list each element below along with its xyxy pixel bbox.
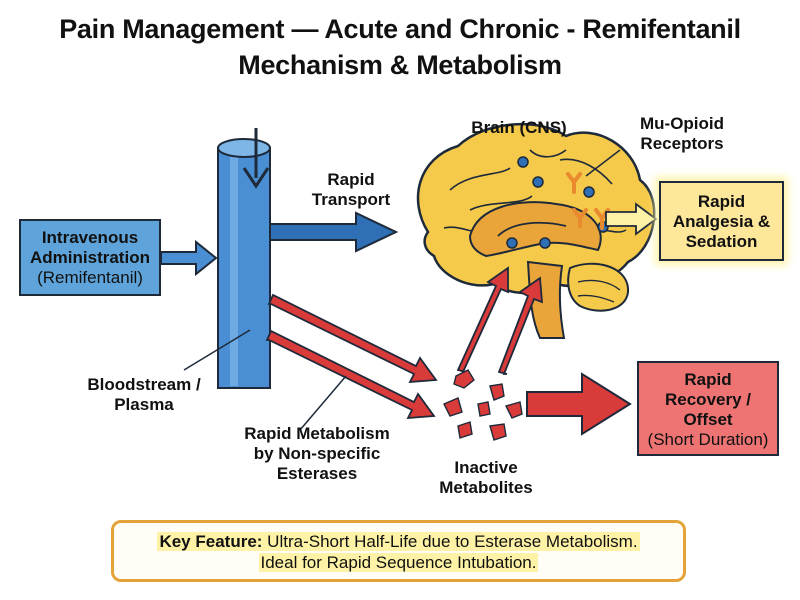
transport-label: Rapid Transport [296, 170, 406, 210]
metabolites-line-1: Inactive [454, 458, 518, 477]
analgesia-arrow [605, 202, 658, 236]
receptor-sites [506, 156, 609, 249]
key-feature-text-1: Ultra-Short Half-Life due to Esterase Me… [267, 532, 638, 551]
metabolism-line-2: by Non-specific [253, 444, 381, 463]
metabolites-line-2: Metabolites [439, 478, 533, 497]
transport-line-2: Transport [311, 190, 391, 209]
bloodstream-pointer [183, 329, 251, 371]
transport-arrow [269, 211, 399, 253]
bloodstream-label: Bloodstream / Plasma [74, 375, 214, 415]
bloodstream-line-1: Bloodstream / [87, 375, 201, 394]
brain-illustration [416, 122, 656, 339]
analgesia-line-1: Rapid [697, 192, 746, 211]
recovery-arrow [526, 372, 632, 436]
iv-administration-box: Intravenous Administration (Remifentanil… [19, 219, 161, 296]
recirculation-arrows [456, 266, 544, 375]
metabolism-label: Rapid Metabolism by Non-specific Esteras… [222, 424, 412, 484]
key-feature-text-2: Ideal for Rapid Sequence Intubation. [258, 553, 539, 572]
iv-drug-name: (Remifentanil) [37, 268, 143, 287]
metabolism-arrows [265, 293, 438, 420]
recovery-line-2: Recovery / [665, 390, 751, 409]
receptor-pointer [585, 149, 621, 177]
metabolite-fragments [443, 369, 523, 441]
recovery-duration: (Short Duration) [647, 430, 769, 449]
page-subtitle: Mechanism & Metabolism [238, 50, 562, 80]
transport-line-1: Rapid [327, 170, 375, 189]
brain-label: Brain (CNS) [471, 118, 567, 137]
bloodstream-line-2: Plasma [114, 395, 174, 414]
recovery-line-1: Rapid [684, 370, 732, 389]
mu-opioid-receptor-icons [566, 172, 610, 230]
iv-arrow [160, 239, 218, 277]
key-feature-label: Key Feature: [159, 532, 263, 551]
metabolism-pointer [299, 375, 347, 431]
key-feature-line-1: Key Feature: Ultra-Short Half-Life due t… [114, 531, 683, 552]
analgesia-box: Rapid Analgesia & Sedation [659, 181, 784, 261]
receptors-line-2: Receptors [640, 134, 724, 153]
iv-line-2: Administration [30, 248, 150, 267]
receptors-line-1: Mu-Opioid [639, 114, 725, 133]
page-title: Pain Management — Acute and Chronic - Re… [59, 14, 741, 44]
metabolites-label: Inactive Metabolites [424, 458, 548, 498]
analgesia-line-2: Analgesia & [672, 212, 771, 231]
analgesia-line-3: Sedation [685, 232, 758, 251]
receptors-label: Mu-Opioid Receptors [622, 114, 742, 154]
recovery-line-3: Offset [683, 410, 733, 429]
blood-vessel [217, 138, 271, 389]
iv-line-1: Intravenous [41, 228, 139, 247]
metabolism-line-3: Esterases [276, 464, 358, 483]
metabolism-line-1: Rapid Metabolism [244, 424, 390, 443]
inflow-arrow [242, 128, 270, 189]
key-feature-line-2: Ideal for Rapid Sequence Intubation. [114, 552, 683, 573]
key-feature-box: Key Feature: Ultra-Short Half-Life due t… [111, 520, 686, 582]
recovery-box: Rapid Recovery / Offset (Short Duration) [637, 361, 779, 456]
